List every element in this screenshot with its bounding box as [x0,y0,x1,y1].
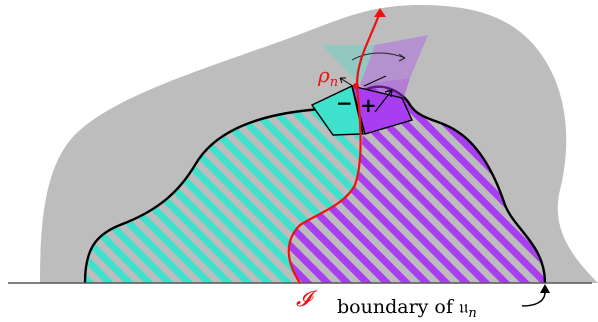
minus-label: − [336,91,353,115]
rho-label: ρn [317,63,338,90]
boundary-pointer-head [540,284,550,293]
boundary-pointer [521,291,546,307]
arrow-right-small [363,75,387,87]
arrow-plus [374,89,393,113]
upper-purple-face [360,35,428,85]
interface-label: 𝓘 [296,287,318,312]
interface-curve [287,11,382,284]
plus-label: + [360,93,377,117]
interface-arrowhead [374,8,386,17]
arrow-curve-top [351,52,406,61]
rho-point [353,83,359,89]
boundary-label: boundary of 𝔲n [337,296,477,321]
